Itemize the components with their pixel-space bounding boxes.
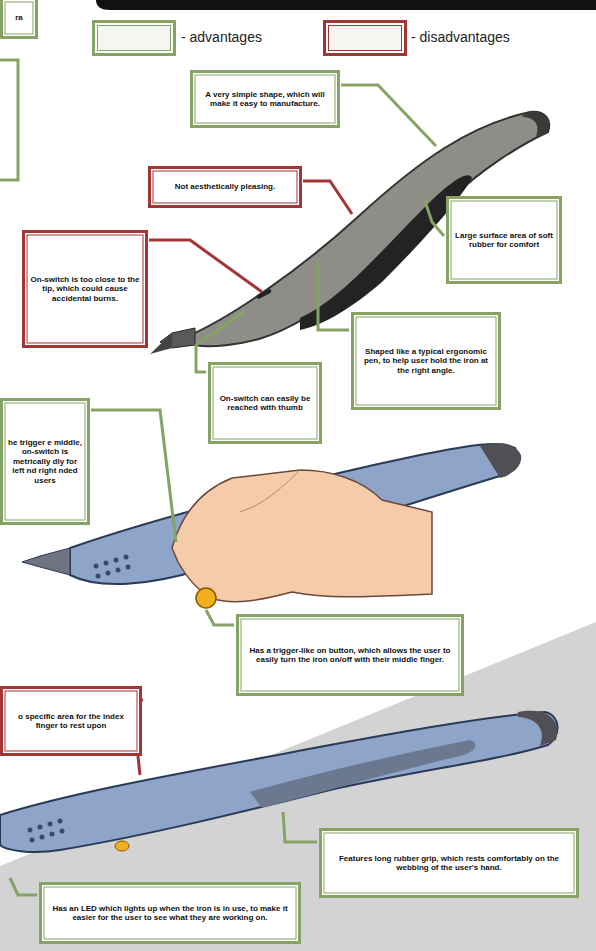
callout-text: Features long rubber grip, which rests c…	[327, 854, 571, 873]
callout-box: Shaped like a typical ergonomic pen, to …	[351, 312, 501, 410]
callout-text: ra	[15, 13, 23, 22]
callout-text: Not aesthetically pleasing.	[175, 182, 275, 191]
callout-box: ra	[0, 0, 38, 39]
callout-box: Not aesthetically pleasing.	[148, 166, 302, 208]
callout-text: he trigger e middle, on-switch is metric…	[8, 438, 82, 485]
callout-text: Large surface area of soft rubber for co…	[454, 231, 554, 250]
callout-text: o specific area for the index finger to …	[8, 712, 134, 731]
callout-box: Large surface area of soft rubber for co…	[446, 196, 562, 284]
callout-box: A very simple shape, which will make it …	[190, 70, 340, 128]
callout-box: he trigger e middle, on-switch is metric…	[0, 398, 90, 525]
callout-box: o specific area for the index finger to …	[0, 686, 142, 756]
callout-box: On-switch can easily be reached with thu…	[208, 362, 322, 444]
legend-swatch	[323, 20, 407, 56]
callout-box: On-switch is too close to the tip, which…	[22, 230, 148, 348]
callout-text: A very simple shape, which will make it …	[198, 90, 332, 109]
legend-swatch	[92, 20, 176, 56]
cut-box	[0, 60, 18, 180]
legend-label: - disadvantages	[411, 29, 510, 45]
callout-text: On-switch can easily be reached with thu…	[216, 394, 314, 413]
callout-text: Has a trigger-like on button, which allo…	[244, 646, 456, 665]
pen-concept-2	[22, 443, 521, 608]
header-bar	[96, 0, 596, 10]
legend-label: - advantages	[181, 29, 262, 45]
callout-box: Features long rubber grip, which rests c…	[319, 828, 579, 898]
callout-text: Has an LED which lights up when the iron…	[47, 904, 293, 923]
callout-text: Shaped like a typical ergonomic pen, to …	[359, 347, 493, 375]
callout-box: Has a trigger-like on button, which allo…	[236, 614, 464, 696]
callout-box: Has an LED which lights up when the iron…	[39, 882, 301, 944]
callout-text: On-switch is too close to the tip, which…	[30, 275, 140, 303]
